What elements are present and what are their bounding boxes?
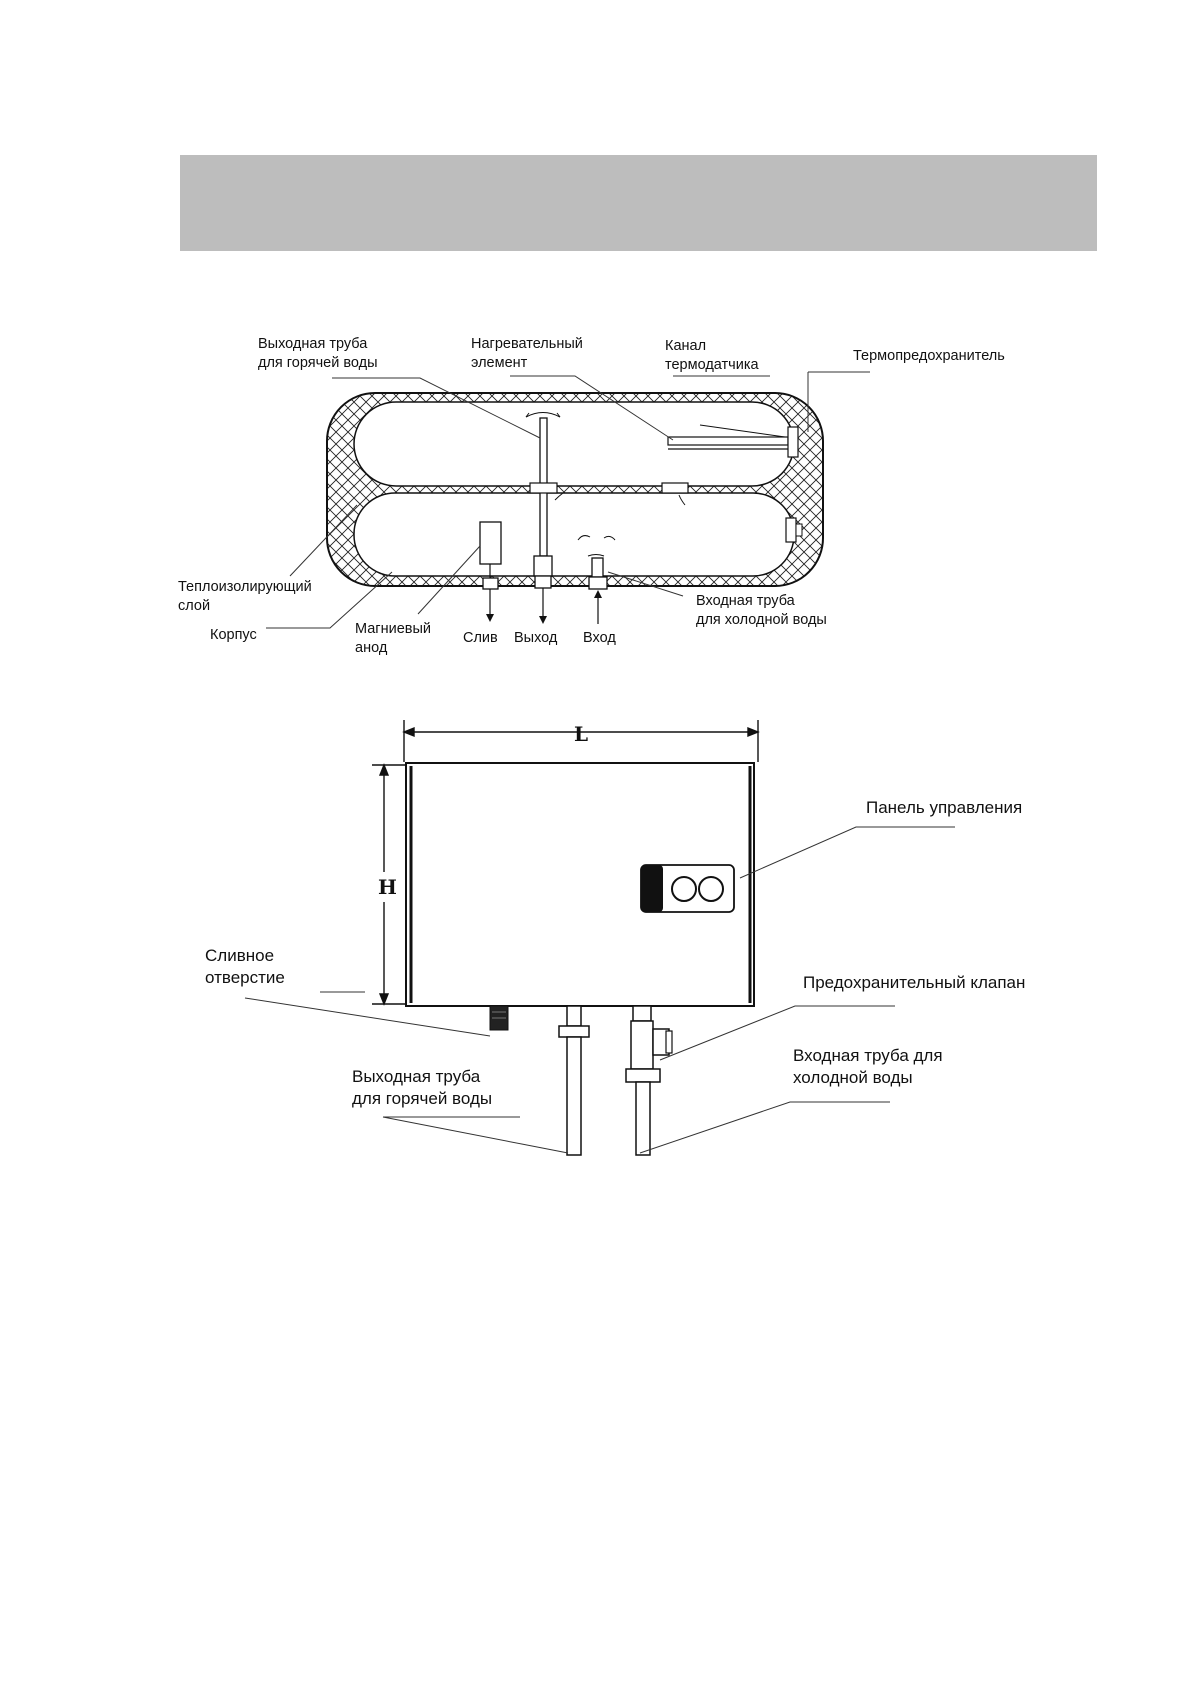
magnesium-anode [479,521,502,578]
cold-inlet-pipe-drawing [625,1005,673,1156]
label-drain: Слив [463,630,498,646]
leader-lines-top [266,371,870,629]
label-hot-outlet-pipe-external: Выходная труба для горячей воды [352,1067,493,1109]
label-sensor-channel: Канал термодатчика [665,338,759,373]
sensor-channel [667,424,799,458]
drain-hole-fitting [489,1005,509,1031]
tank-cross-section-diagram [266,371,870,629]
label-insulation-layer: Теплоизолирующий слой [178,579,312,614]
label-cold-inlet-pipe-external: Входная труба для холодной воды [793,1046,943,1088]
label-control-panel: Панель управления [866,798,1023,817]
control-panel [640,864,735,913]
dimension-length-line [402,720,760,762]
dimension-height-label: H [378,872,397,902]
header-bar [180,155,1097,251]
label-hot-outlet-pipe: Выходная труба для горячей воды [258,336,378,371]
label-thermal-fuse: Термопредохранитель [853,348,1005,364]
label-housing: Корпус [210,627,257,643]
label-drain-hole: Сливное отверстие [205,946,285,988]
dimension-length-label: L [574,722,589,746]
label-outlet: Выход [514,630,558,646]
label-inlet: Вход [583,630,616,646]
label-cold-inlet-pipe: Входная труба для холодной воды [696,593,827,628]
label-safety-valve: Предохранительный клапан [803,973,1026,992]
hot-outlet-pipe-drawing [558,1005,590,1156]
label-heating-element: Нагревательный элемент [471,336,583,371]
leader-lines-bottom [244,826,955,1154]
label-magnesium-anode: Магниевый анод [355,621,431,656]
